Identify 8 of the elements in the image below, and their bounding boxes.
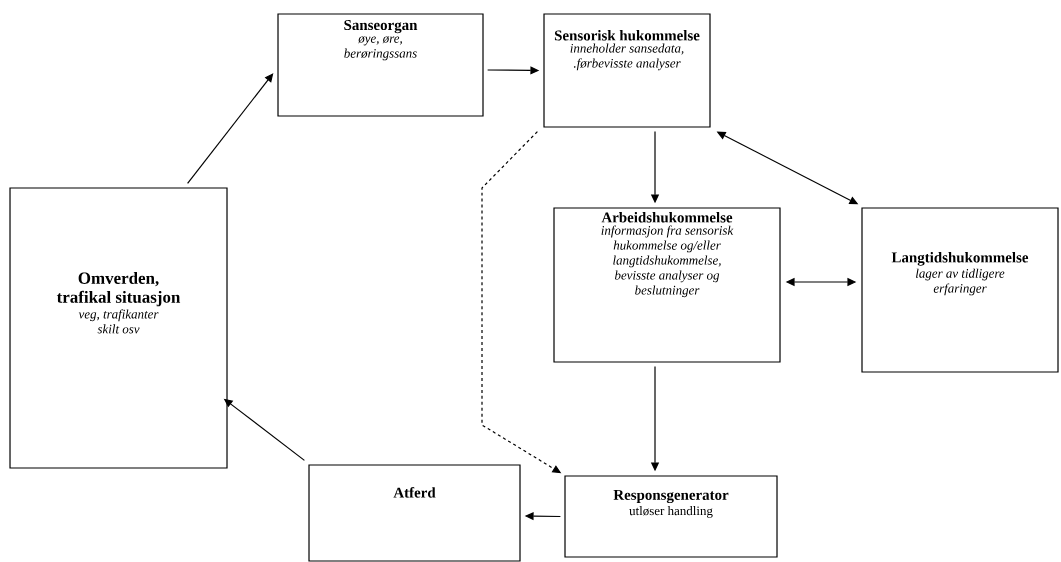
process-box: Responsgenerator utløser handling <box>564 475 778 558</box>
process-box: Sensorisk hukommelse inneholder sansedata, .førbevisste analyser <box>543 13 711 128</box>
process-box: Langtidshukommelse lager av tidligere erfaringer <box>861 207 1059 373</box>
process-box: Omverden, trafikal situasjon veg, trafikanter skilt osv <box>9 187 228 469</box>
process-box: Atferd <box>308 464 521 562</box>
arrow <box>187 73 274 184</box>
process-box: Sanseorgan øye, øre, berøringssans <box>277 13 484 117</box>
process-box: Arbeidshukommelse informasjon fra sensorisk hukommelse og/eller langtidshukommelse, bevisste analyser og beslutninger <box>553 207 781 363</box>
